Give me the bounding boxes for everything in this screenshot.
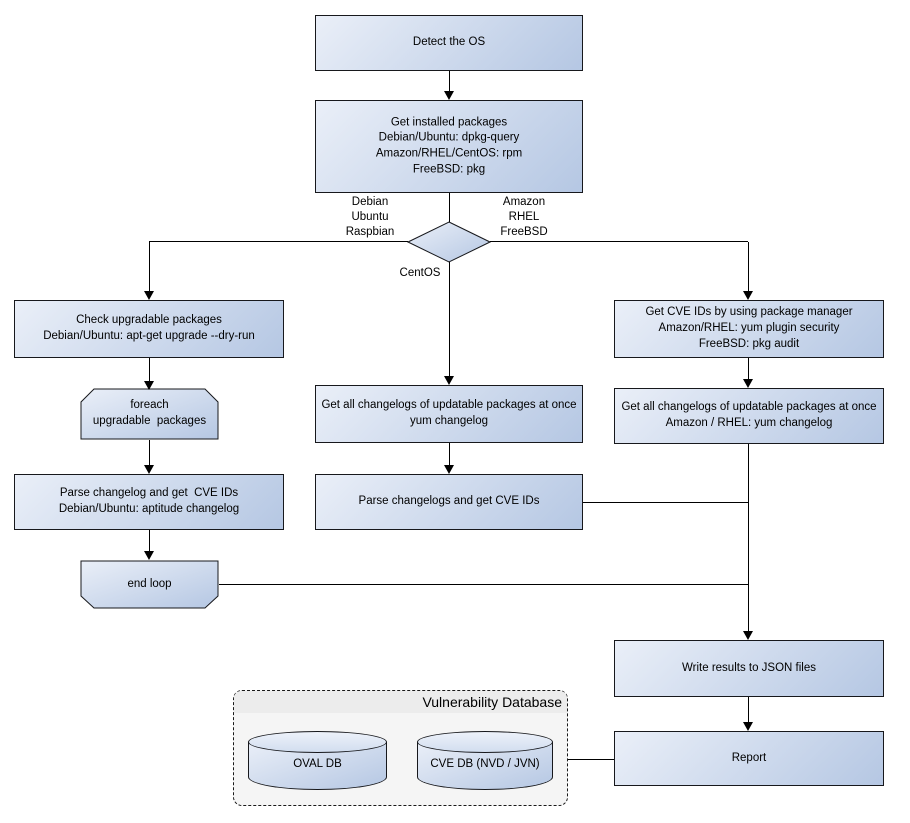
vulnerability-database-header: Vulnerability Database — [234, 691, 567, 713]
connector-join-to-write — [748, 444, 749, 632]
arrowhead-down-icon — [743, 291, 753, 300]
node-label: end loop — [127, 577, 172, 590]
database-cylinder-oval: OVAL DB — [248, 731, 387, 790]
arrowhead-down-icon — [144, 551, 154, 560]
node-label: Get all changelogs of updatable packages… — [621, 401, 877, 429]
branch-label-amazon-rhel-freebsd: Amazon RHEL FreeBSD — [500, 196, 548, 239]
arrowhead-down-icon — [444, 376, 454, 385]
connector-centos-branch-down — [449, 262, 450, 377]
connector-write-to-report — [748, 697, 749, 723]
cylinder-top-ellipse — [248, 731, 387, 753]
arrowhead-down-icon — [743, 722, 753, 731]
node-label: Parse changelogs and get CVE IDs — [358, 495, 540, 508]
connector-cveids-to-changelogs — [748, 358, 749, 380]
node-detect-os: Detect the OS — [315, 15, 583, 71]
cylinder-label: CVE DB (NVD / JVN) — [430, 757, 540, 770]
connector-right-branch-down — [748, 242, 749, 292]
database-cylinder-cve: CVE DB (NVD / JVN) — [417, 731, 553, 790]
node-parse-changelogs-yum: Parse changelogs and get CVE IDs — [315, 474, 583, 530]
node-label: foreach upgradable packages — [92, 399, 207, 427]
connector-parse-to-endloop — [149, 530, 150, 552]
arrowhead-down-icon — [743, 379, 753, 388]
connector-decision-left — [149, 241, 408, 242]
decision-diamond — [407, 221, 491, 263]
node-get-installed-packages: Get installed packages Debian/Ubuntu: dp… — [315, 100, 583, 193]
node-label: Get installed packages Debian/Ubuntu: dp… — [375, 115, 523, 176]
node-parse-changelog-debian: Parse changelog and get CVE IDs Debian/U… — [14, 474, 284, 530]
arrowhead-down-icon — [444, 465, 454, 474]
node-label: Get all changelogs of updatable packages… — [321, 399, 577, 427]
node-end-loop: end loop — [80, 560, 219, 609]
node-report: Report — [614, 731, 884, 786]
arrowhead-down-icon — [743, 631, 753, 640]
node-label: Report — [731, 751, 767, 764]
branch-label-debian-ubuntu-raspbian: Debian Ubuntu Raspbian — [345, 196, 395, 239]
cylinder-top-ellipse — [417, 731, 553, 753]
node-get-changelogs-amazon-rhel: Get all changelogs of updatable packages… — [614, 388, 884, 444]
connector-endloop-to-join — [219, 584, 748, 585]
node-label: Detect the OS — [412, 36, 486, 49]
node-label: Get CVE IDs by using package manager Ama… — [645, 306, 853, 350]
node-write-results-json: Write results to JSON files — [614, 640, 884, 697]
arrowhead-down-icon — [144, 465, 154, 474]
arrowhead-down-icon — [144, 381, 154, 390]
connector-check-to-foreach — [149, 358, 150, 382]
connector-install-to-decision — [449, 193, 450, 222]
node-get-cve-ids-package-manager: Get CVE IDs by using package manager Ama… — [614, 300, 884, 358]
branch-label-centos: CentOS — [399, 267, 441, 279]
cylinder-label: OVAL DB — [293, 757, 342, 770]
arrowhead-down-icon — [144, 291, 154, 300]
vulnerability-database-title: Vulnerability Database — [422, 694, 562, 710]
connector-database-to-report — [568, 759, 614, 760]
node-check-upgradable-packages: Check upgradable packages Debian/Ubuntu:… — [14, 300, 284, 358]
node-foreach-loop-start: foreach upgradable packages — [80, 388, 219, 440]
node-label: Write results to JSON files — [682, 661, 816, 674]
connector-parse-yum-to-join — [583, 502, 748, 503]
connector-decision-right — [490, 241, 748, 242]
connector-foreach-to-parse — [149, 440, 150, 466]
node-label: Parse changelog and get CVE IDs Debian/U… — [58, 487, 240, 515]
connector-left-branch-down — [149, 242, 150, 292]
node-get-changelogs-yum: Get all changelogs of updatable packages… — [315, 385, 583, 443]
node-label: Check upgradable packages Debian/Ubuntu:… — [43, 314, 255, 342]
connector-detect-to-install — [449, 71, 450, 92]
arrowhead-down-icon — [444, 91, 454, 100]
connector-changelogs-to-parse — [449, 443, 450, 466]
